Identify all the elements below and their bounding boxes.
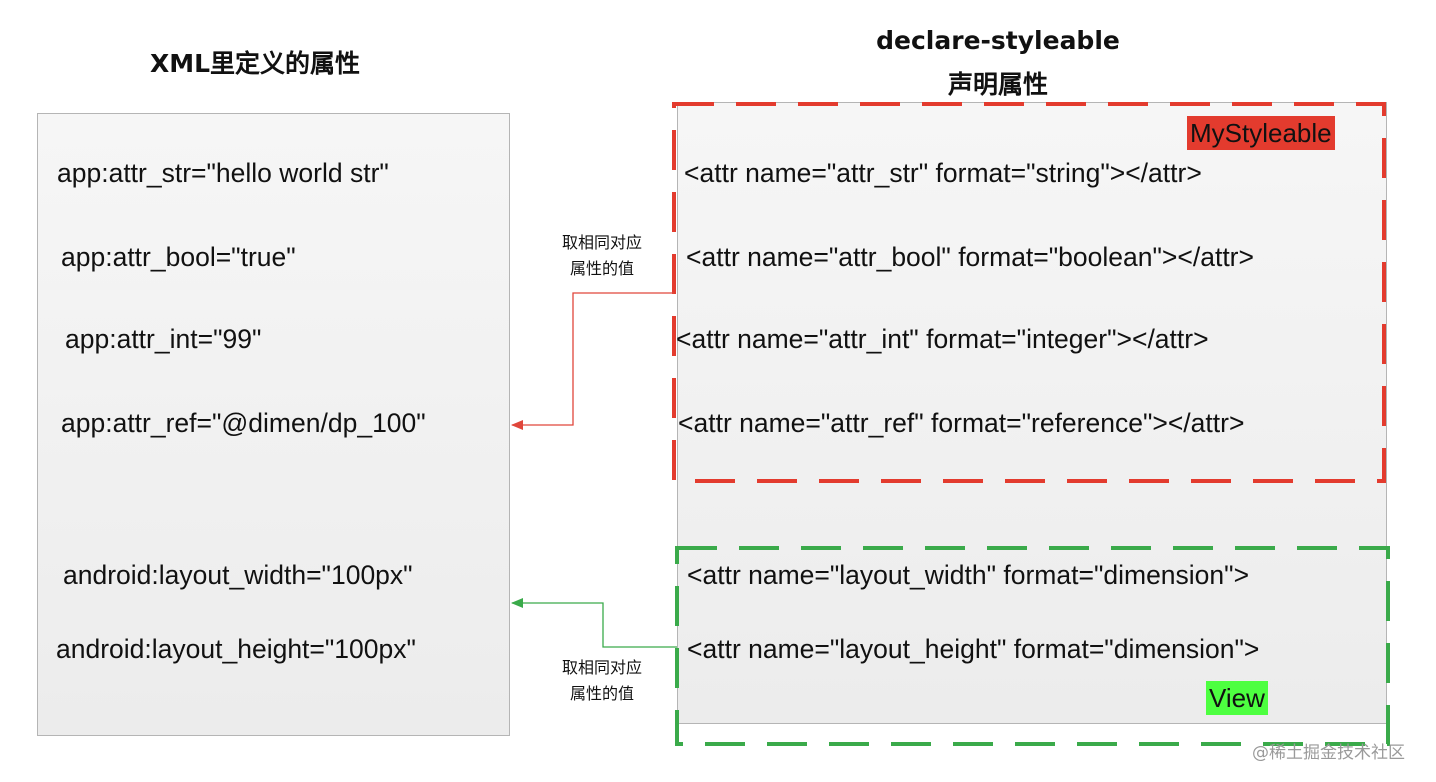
upper-note-line1: 取相同对应 — [561, 233, 642, 252]
xml-layout-width: android:layout_width="100px" — [63, 560, 413, 590]
xml-attr-bool: app:attr_bool="true" — [61, 242, 296, 272]
xml-layout-height: android:layout_height="100px" — [56, 634, 416, 664]
lower-connector-note: 取相同对应 属性的值 — [542, 655, 662, 707]
view-group-outline — [675, 546, 1390, 746]
upper-note-line2: 属性的值 — [569, 259, 634, 278]
declare-attr-ref: <attr name="attr_ref" format="reference"… — [678, 408, 1245, 438]
upper-connector-arrow — [511, 292, 674, 430]
xml-attr-int: app:attr_int="99" — [65, 324, 262, 354]
declare-layout-height: <attr name="layout_height" format="dimen… — [687, 634, 1260, 664]
right-panel-title-line1: declare-styleable — [876, 26, 1120, 55]
lower-connector-arrow — [511, 598, 677, 648]
declare-attr-bool: <attr name="attr_bool" format="boolean">… — [686, 242, 1254, 272]
upper-connector-note: 取相同对应 属性的值 — [542, 230, 662, 282]
watermark: @稀土掘金技术社区 — [1252, 743, 1405, 763]
xml-attr-ref: app:attr_ref="@dimen/dp_100" — [61, 408, 426, 438]
view-label: View — [1206, 681, 1268, 715]
declare-layout-width: <attr name="layout_width" format="dimens… — [687, 560, 1250, 590]
declare-styleable-panel — [677, 102, 1387, 724]
declare-attr-str: <attr name="attr_str" format="string"></… — [684, 158, 1202, 188]
declare-attr-int: <attr name="attr_int" format="integer"><… — [676, 324, 1209, 354]
left-panel-title: XML里定义的属性 — [149, 49, 361, 78]
mystyleable-label: MyStyleable — [1187, 116, 1335, 150]
lower-note-line2: 属性的值 — [569, 684, 634, 703]
xml-attributes-panel — [37, 113, 510, 736]
xml-attr-str: app:attr_str="hello world str" — [57, 158, 389, 188]
lower-note-line1: 取相同对应 — [561, 658, 642, 677]
right-panel-title-line2: 声明属性 — [947, 70, 1048, 99]
